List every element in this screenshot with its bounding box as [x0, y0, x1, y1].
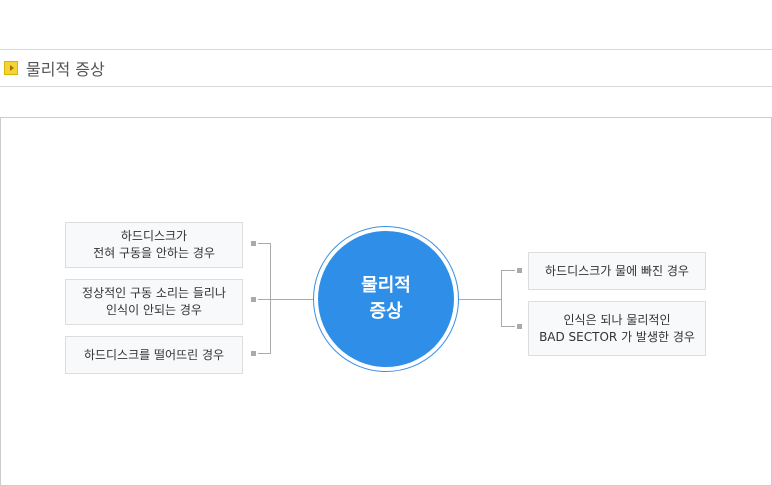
- connector-line: [258, 299, 314, 300]
- connector-line: [258, 353, 270, 354]
- connector-dot: [517, 268, 522, 273]
- right-item-1: 하드디스크가 물에 빠진 경우: [528, 252, 706, 290]
- connector-dot: [251, 241, 256, 246]
- left-item-1: 하드디스크가 전혀 구동을 안하는 경우: [65, 222, 243, 268]
- section-header: 물리적 증상: [4, 56, 105, 80]
- connector-line: [501, 270, 502, 327]
- section-title: 물리적 증상: [26, 60, 105, 79]
- divider: [0, 49, 772, 50]
- center-node: 물리적 증상: [313, 226, 459, 372]
- connector-line: [501, 326, 515, 327]
- connector-line: [270, 243, 271, 354]
- connector-dot: [517, 324, 522, 329]
- bullet-arrow-icon: [4, 61, 18, 75]
- connector-dot: [251, 297, 256, 302]
- divider: [0, 86, 772, 87]
- center-label: 물리적 증상: [318, 231, 454, 367]
- connector-dot: [251, 351, 256, 356]
- connector-line: [258, 243, 270, 244]
- connector-line: [501, 270, 515, 271]
- connector-line: [459, 299, 501, 300]
- right-item-2: 인식은 되나 물리적인 BAD SECTOR 가 발생한 경우: [528, 301, 706, 356]
- left-item-3: 하드디스크를 떨어뜨린 경우: [65, 336, 243, 374]
- left-item-2: 정상적인 구동 소리는 들리나 인식이 안되는 경우: [65, 279, 243, 325]
